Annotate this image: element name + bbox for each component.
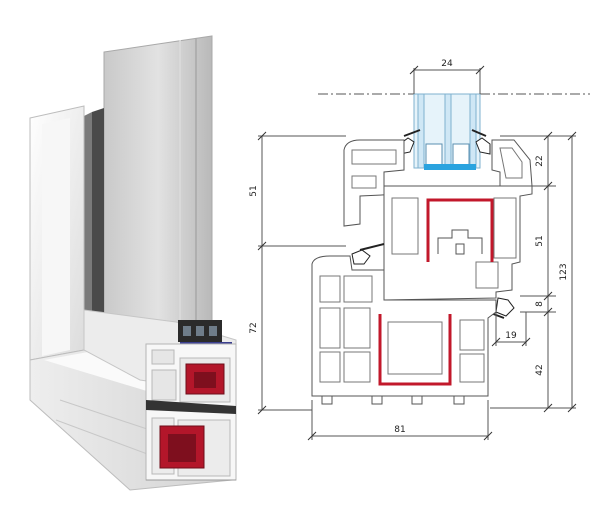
- frame-foot: [371, 396, 383, 405]
- steel-cavity: [194, 372, 216, 388]
- dim-label-right-bottom: 42: [535, 364, 545, 375]
- sash-chamber: [493, 197, 517, 259]
- dim-label-right-top: 22: [535, 155, 545, 166]
- dim-label-glass-width: 24: [441, 59, 453, 69]
- spacer-left: [425, 143, 443, 167]
- sash-main-body: [383, 185, 533, 301]
- steel-lower: [378, 314, 452, 386]
- spacer-1: [183, 326, 191, 336]
- steel-inner-core: [437, 229, 483, 254]
- spacer-right: [452, 143, 470, 167]
- frame-foot: [411, 396, 423, 405]
- dim-label-frame-depth: 81: [394, 425, 405, 435]
- frame-chamber: [459, 319, 485, 351]
- gasket-lip: [471, 129, 487, 137]
- glazing-bead: [491, 139, 533, 187]
- dim-label-total: 123: [559, 263, 569, 280]
- dim-label-right-middle: 51: [535, 235, 545, 246]
- spacer-3: [209, 326, 217, 336]
- frame-foot: [453, 396, 465, 405]
- frame-chamber: [319, 307, 341, 349]
- sash-chamber: [475, 261, 499, 289]
- frame-chamber: [319, 275, 341, 303]
- cross-section-drawing: [258, 68, 590, 440]
- frame-chamber: [459, 353, 485, 383]
- middle-gasket: [146, 400, 236, 414]
- steel-lower-core: [387, 321, 443, 375]
- middle-gasket-right: [495, 297, 515, 317]
- chamber: [151, 349, 175, 365]
- bead-chamber: [499, 147, 523, 179]
- gasket-lip: [359, 243, 385, 251]
- frame-chamber: [343, 351, 371, 383]
- sash-profile-outline: [343, 139, 405, 227]
- steel-upper: [426, 198, 494, 262]
- glass-spacer-dark: [92, 108, 104, 338]
- frame-chamber: [319, 351, 341, 383]
- dim-label-sash-offset: 19: [505, 331, 517, 341]
- chamber: [151, 369, 177, 401]
- dim-label-left-upper: 51: [249, 185, 259, 196]
- dim-label-right-overlap: 8: [535, 301, 545, 307]
- sash-inner-edge: [84, 112, 92, 338]
- sash-chamber: [351, 175, 377, 189]
- spacer-blue: [424, 164, 476, 170]
- sash-chamber: [391, 197, 419, 255]
- gasket-lip: [403, 129, 421, 137]
- spacer-2: [196, 326, 204, 336]
- sash-chamber: [351, 149, 397, 165]
- frame-foot: [321, 396, 333, 405]
- frame-chamber: [343, 275, 373, 303]
- frame-face: [42, 118, 70, 356]
- middle-gasket-left: [351, 249, 371, 265]
- glazing-gasket-right: [475, 137, 491, 155]
- frame-chamber: [343, 307, 371, 349]
- window-3d-cutaway: [29, 35, 237, 491]
- steel-cavity: [168, 434, 196, 462]
- dim-label-left-lower: 72: [249, 322, 259, 333]
- core-slot: [455, 243, 465, 255]
- glass-pane-2: [444, 93, 452, 169]
- dimension-ticks: [257, 65, 577, 441]
